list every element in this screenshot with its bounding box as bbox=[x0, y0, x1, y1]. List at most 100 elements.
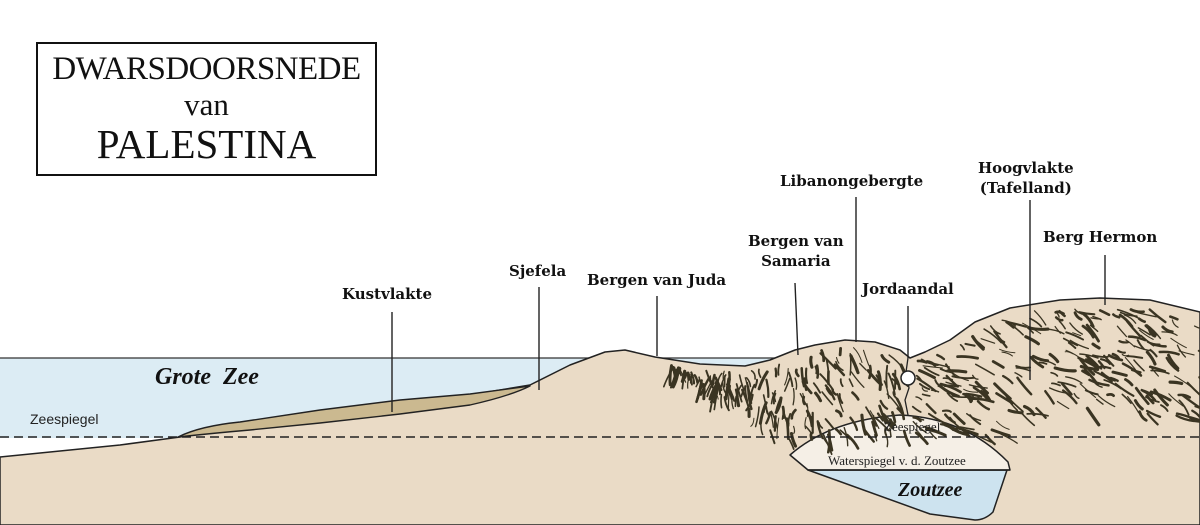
hatch-stroke bbox=[879, 399, 889, 410]
hatch-stroke bbox=[941, 409, 952, 413]
hatch-stroke bbox=[921, 387, 928, 392]
hatch-stroke bbox=[790, 408, 797, 420]
hatch-stroke bbox=[1053, 366, 1077, 373]
hatch-stroke bbox=[851, 355, 859, 371]
hatch-stroke bbox=[923, 366, 940, 377]
hatch-stroke bbox=[853, 347, 863, 363]
dead-sea bbox=[807, 469, 1008, 521]
hatch-stroke bbox=[838, 347, 842, 357]
hatch-stroke bbox=[1116, 308, 1139, 319]
jordan-fault-line bbox=[904, 357, 910, 416]
hatch-stroke bbox=[922, 365, 943, 369]
hatch-stroke bbox=[812, 382, 822, 394]
hatch-stroke bbox=[1092, 354, 1109, 358]
hatch-stroke bbox=[1127, 335, 1147, 342]
hatch-stroke bbox=[792, 387, 795, 406]
hatch-stroke bbox=[1161, 325, 1174, 334]
hatch-stroke bbox=[717, 384, 721, 395]
hatch-stroke bbox=[1138, 410, 1148, 422]
hatch-stroke bbox=[835, 428, 843, 436]
label-pointer-lines bbox=[391, 197, 1106, 412]
hatch-stroke bbox=[883, 414, 895, 430]
hatch-stroke bbox=[999, 348, 1016, 354]
hatch-stroke bbox=[963, 388, 979, 393]
hatch-stroke bbox=[1171, 319, 1179, 328]
hatch-stroke bbox=[816, 420, 824, 440]
hatch-stroke bbox=[711, 373, 716, 386]
hatch-stroke bbox=[770, 410, 778, 429]
hatch-stroke bbox=[788, 438, 795, 450]
hatch-stroke bbox=[1131, 368, 1142, 374]
hatch-stroke bbox=[1002, 374, 1014, 385]
label-zeespiegel: Zeespiegel bbox=[30, 411, 99, 427]
hatch-stroke bbox=[989, 325, 1001, 335]
hatch-stroke bbox=[990, 428, 1011, 438]
hatch-stroke bbox=[819, 352, 837, 370]
hatch-stroke bbox=[754, 406, 760, 428]
hatch-stroke bbox=[804, 416, 807, 430]
hatch-stroke bbox=[1146, 324, 1162, 340]
hatch-stroke bbox=[1069, 322, 1083, 335]
hatch-stroke bbox=[1170, 337, 1187, 349]
hatch-stroke bbox=[1067, 341, 1077, 349]
hatch-stroke bbox=[959, 426, 975, 431]
hatch-stroke bbox=[995, 332, 1006, 343]
hatch-stroke bbox=[849, 416, 859, 432]
hatch-stroke bbox=[851, 391, 860, 401]
hatch-stroke bbox=[876, 412, 885, 422]
hatch-stroke bbox=[777, 363, 781, 376]
hatch-stroke bbox=[880, 354, 891, 364]
hatch-stroke bbox=[1062, 337, 1079, 347]
hatch-stroke bbox=[1035, 407, 1047, 419]
hatch-stroke bbox=[734, 395, 737, 408]
hatch-stroke bbox=[1085, 406, 1101, 427]
title-line-1: DWARSDOORSNEDE bbox=[52, 51, 361, 87]
hatch-stroke bbox=[945, 363, 956, 377]
hatch-stroke bbox=[1026, 412, 1049, 417]
hatch-stroke bbox=[1137, 327, 1151, 336]
hatch-stroke bbox=[1129, 308, 1145, 314]
pointer-bergen-van-samaria bbox=[794, 282, 799, 356]
hatch-stroke bbox=[1058, 309, 1066, 318]
hatch-stroke bbox=[1098, 309, 1111, 317]
hatch-stroke bbox=[757, 368, 762, 379]
hatch-stroke bbox=[1145, 409, 1162, 418]
hatch-stroke bbox=[939, 385, 960, 398]
hatch-stroke bbox=[839, 378, 844, 388]
hatch-stroke bbox=[956, 355, 979, 360]
hatch-stroke bbox=[1065, 331, 1085, 341]
hatch-stroke bbox=[1033, 310, 1047, 326]
hatch-stroke bbox=[1015, 367, 1031, 372]
hatch-stroke bbox=[804, 425, 812, 433]
hatch-stroke bbox=[859, 362, 867, 371]
hatch-stroke bbox=[825, 387, 833, 396]
hatch-stroke bbox=[757, 370, 769, 391]
hatch-stroke bbox=[1121, 393, 1132, 405]
hatch-stroke bbox=[885, 434, 889, 448]
hatch-stroke bbox=[939, 382, 962, 394]
hatch-stroke bbox=[936, 353, 946, 361]
title-box: DWARSDOORSNEDE van PALESTINA bbox=[36, 42, 377, 176]
hatch-stroke bbox=[891, 378, 899, 385]
hatch-stroke bbox=[942, 377, 954, 381]
hatch-stroke bbox=[946, 392, 959, 402]
hatch-stroke bbox=[802, 395, 806, 406]
label-libanongebergte: Libanongebergte bbox=[780, 172, 924, 190]
hatch-stroke bbox=[1054, 316, 1064, 322]
hatch-stroke bbox=[782, 407, 790, 427]
hatch-stroke bbox=[727, 381, 735, 400]
hatch-stroke bbox=[835, 360, 844, 372]
hatch-stroke bbox=[939, 368, 952, 374]
hatch-stroke bbox=[993, 382, 1012, 401]
hatch-stroke bbox=[1097, 395, 1116, 408]
hatch-stroke bbox=[971, 335, 985, 351]
hatch-stroke bbox=[1148, 308, 1167, 324]
hatch-stroke bbox=[1148, 365, 1167, 373]
hatch-stroke bbox=[1193, 325, 1200, 330]
hatch-stroke bbox=[1125, 320, 1142, 338]
hatch-stroke bbox=[681, 372, 688, 382]
hatch-stroke bbox=[734, 388, 739, 398]
hatch-stroke bbox=[1181, 394, 1200, 409]
label-kustvlakte: Kustvlakte bbox=[342, 285, 432, 303]
hatch-stroke bbox=[1048, 387, 1068, 394]
